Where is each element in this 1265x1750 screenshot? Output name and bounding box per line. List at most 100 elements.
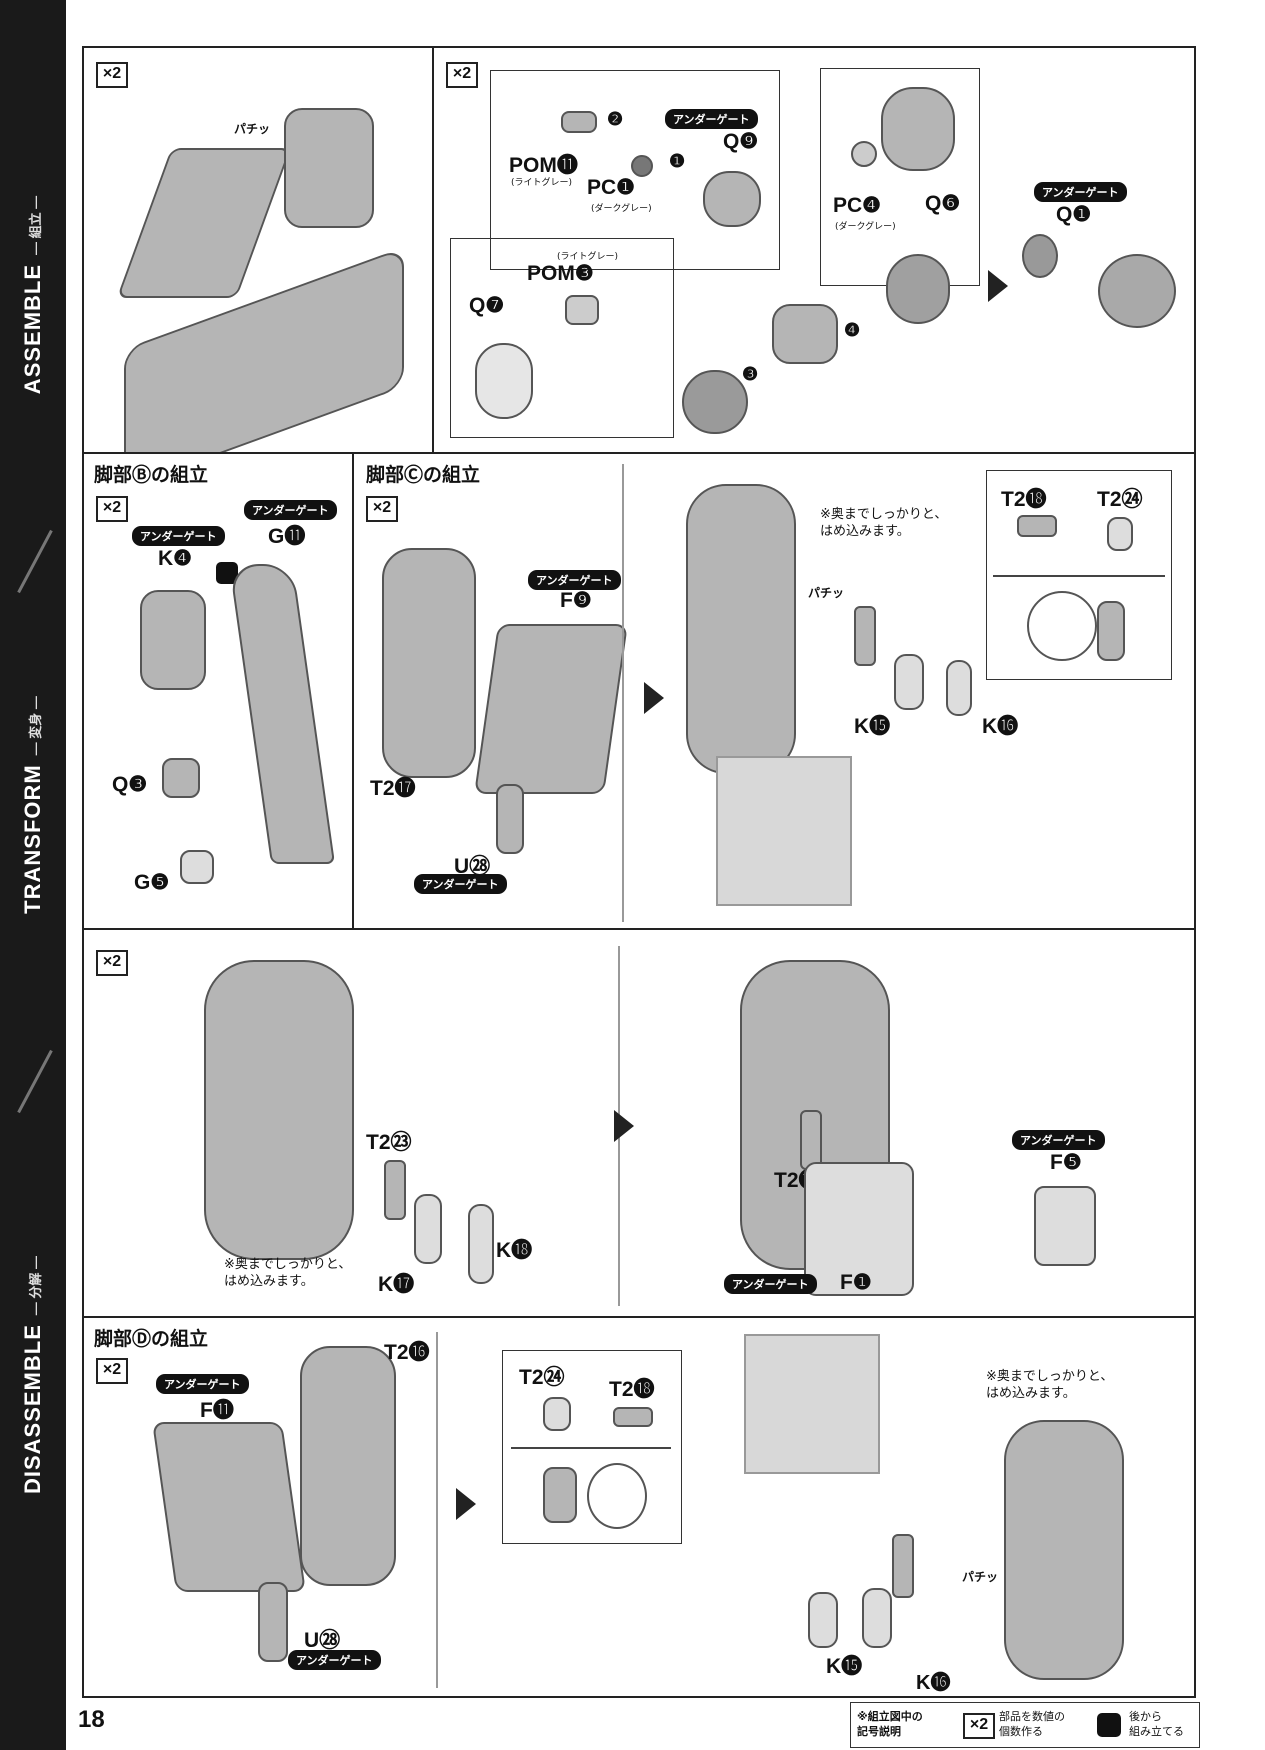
g11-label: G⓫ <box>268 525 306 548</box>
f5-label: F❺ <box>1050 1151 1082 1174</box>
leg-d-title: 脚部Ⓓの組立 <box>94 1328 209 1350</box>
insert-note: ※奥までしっかりと、 はめ込みます。 <box>224 1257 352 1289</box>
legend-back-desc: 後から 組み立てる <box>1129 1710 1184 1738</box>
q1-label: Q❶ <box>1056 203 1092 226</box>
detail-photo <box>744 1334 880 1474</box>
under-gate-badge: アンダーゲート <box>244 500 337 520</box>
detail-photo <box>716 756 852 906</box>
snap-mark: パチッ <box>234 122 271 136</box>
under-gate-badge: アンダーゲート <box>132 526 225 546</box>
t2-joint-part <box>892 1534 914 1598</box>
legend-x2-desc: 部品を数値の 個数作る <box>999 1710 1065 1738</box>
k4-part <box>140 590 206 690</box>
pc1-label: PC❶ <box>587 176 635 199</box>
pom11-label: POM⓫ <box>509 154 578 177</box>
page-number: 18 <box>78 1706 105 1733</box>
q7-label: Q❼ <box>469 294 505 317</box>
panel-leg-b: 脚部Ⓑの組立 ×2 アンダーゲート K❹ アンダーゲート G⓫ Q❸ G❺ <box>82 452 354 930</box>
leg-b-title: 脚部Ⓑの組立 <box>94 464 209 486</box>
k16-part <box>946 660 972 716</box>
k15-part <box>808 1592 838 1648</box>
multiplier-badge: ×2 <box>96 62 128 88</box>
assemble-section: ASSEMBLE — 組立 — <box>16 130 50 460</box>
q9-part <box>703 171 761 227</box>
q6-label: Q❻ <box>925 192 961 215</box>
multiplier-badge: ×2 <box>963 1713 995 1739</box>
pom3-label: POM❸ <box>527 262 594 285</box>
multiplier-badge: ×2 <box>96 950 128 976</box>
transform-label: TRANSFORM <box>20 764 46 914</box>
k17-part <box>414 1194 442 1264</box>
legend-heading: ※組立図中の 記号説明 <box>857 1710 923 1738</box>
next-arrow <box>644 682 664 714</box>
t2-24-label: T2㉔ <box>1097 488 1143 511</box>
disassemble-section: DISASSEMBLE — 分解 — <box>16 1180 50 1570</box>
u28-part <box>258 1582 288 1662</box>
q6-part <box>881 87 955 171</box>
leg-c-assembled-part <box>686 484 796 774</box>
disassemble-label: DISASSEMBLE <box>20 1324 46 1495</box>
f9-label: F❾ <box>560 589 592 612</box>
multiplier-badge: ×2 <box>96 496 128 522</box>
u28-label: U㉘ <box>304 1629 341 1652</box>
k18-part <box>468 1204 494 1284</box>
t2-24-part <box>543 1397 571 1431</box>
under-gate-badge: アンダーゲート <box>1012 1130 1105 1150</box>
disassemble-sub: — 分解 — <box>28 1255 44 1316</box>
k16-part <box>862 1588 892 1648</box>
insert-note: ※奥までしっかりと、 はめ込みます。 <box>820 507 948 539</box>
t2-23-part <box>384 1160 406 1220</box>
step-3: ❸ <box>742 364 759 384</box>
t2-23-label: T2㉓ <box>366 1131 412 1154</box>
t2-24-label: T2㉔ <box>519 1366 565 1389</box>
q6-assembled-part <box>886 254 950 324</box>
t2-18-label: T2⓲ <box>609 1378 655 1401</box>
divider <box>436 1332 438 1688</box>
next-arrow <box>988 270 1008 302</box>
build-later-icon <box>1097 1713 1121 1737</box>
divider-stripe <box>17 1049 53 1114</box>
panel-leg-d: 脚部Ⓓの組立 ×2 アンダーゲート F⓫ T2⓰ U㉘ アンダーゲート T2㉔ … <box>82 1316 1196 1698</box>
divider <box>511 1447 671 1449</box>
g5-label: G❺ <box>134 871 170 894</box>
panel-foot-cover: ×2 パチッ <box>82 46 434 489</box>
transform-sub: — 変身 — <box>28 696 44 756</box>
rotated-part <box>1097 601 1125 661</box>
divider <box>622 464 624 922</box>
pc4-color: (ダークグレー) <box>835 222 896 232</box>
snap-mark: パチッ <box>962 1570 999 1584</box>
multiplier-badge: ×2 <box>446 62 478 88</box>
t2-19-part <box>800 1110 822 1170</box>
insert-note: ※奥までしっかりと、 はめ込みます。 <box>986 1369 1114 1401</box>
step-1: ❶ <box>669 151 686 171</box>
section-sidebar: ASSEMBLE — 組立 — TRANSFORM — 変身 — DISASSE… <box>0 0 66 1750</box>
assemble-sub: — 組立 — <box>28 195 43 256</box>
pc4-part <box>851 141 877 167</box>
pc4-label: PC❹ <box>833 194 881 217</box>
k18-label: K⓲ <box>496 1239 533 1262</box>
f11-part <box>152 1422 306 1592</box>
multiplier-badge: ×2 <box>96 1358 128 1384</box>
assemble-label: ASSEMBLE <box>20 263 45 395</box>
inset-pc4-q6: PC❹ (ダークグレー) Q❻ <box>820 68 980 286</box>
inset-pom3-q7: (ライトグレー) POM❸ Q❼ <box>450 238 674 438</box>
inset-t2-swap: T2⓲ T2㉔ <box>986 470 1172 680</box>
pom11-part <box>561 111 597 133</box>
g5-part <box>180 850 214 884</box>
k15-part <box>894 654 924 710</box>
foot-part <box>116 148 292 298</box>
t2-16-label: T2⓰ <box>384 1341 430 1364</box>
k17-label: K⓱ <box>378 1273 415 1296</box>
q3-part <box>162 758 200 798</box>
inset-pc-pom: POM⓫ (ライトグレー) PC❶ (ダークグレー) アンダーゲート Q❾ ❷ … <box>490 70 780 270</box>
pom3-part <box>565 295 599 325</box>
t2-18-part <box>1017 515 1057 537</box>
joint-part <box>284 108 374 228</box>
t2-17-label: T2⓱ <box>370 777 416 800</box>
q9-label: Q❾ <box>723 130 759 153</box>
leg-c-title: 脚部Ⓒの組立 <box>366 464 481 486</box>
g11-part <box>228 564 336 864</box>
pc1-part <box>631 155 653 177</box>
under-gate-badge: アンダーゲート <box>288 1650 381 1670</box>
f5-part <box>1034 1186 1096 1266</box>
